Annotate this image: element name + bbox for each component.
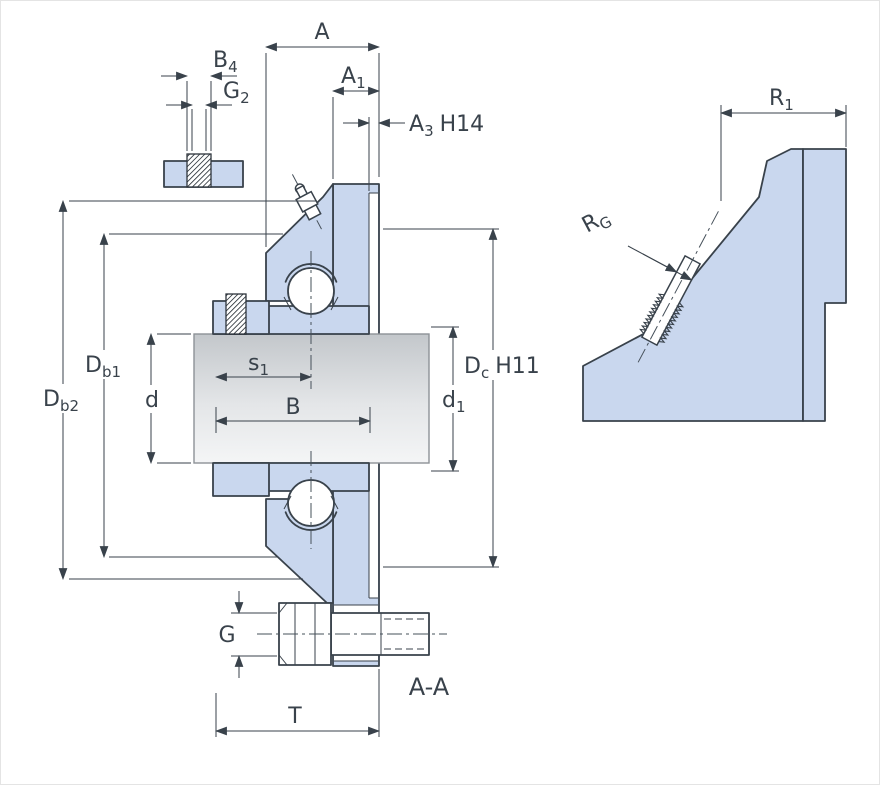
- label-B: B: [285, 395, 300, 420]
- detail-flange: [802, 148, 847, 422]
- set-screw-section: [186, 153, 212, 188]
- set-screw: [225, 293, 247, 335]
- label-B4: B4: [213, 48, 238, 76]
- dim-d1: d1: [431, 325, 470, 473]
- dim-A1: A1: [331, 64, 381, 179]
- grease-hole-axis: [637, 207, 721, 363]
- dim-A: A: [264, 20, 381, 247]
- main-section-view: [193, 174, 447, 667]
- label-d1: d1: [442, 388, 466, 416]
- dim-B: B: [214, 395, 372, 433]
- grease-fitting: [291, 174, 322, 230]
- label-A: A: [314, 20, 329, 45]
- dim-T: T: [214, 669, 381, 737]
- dim-s1: s1: [214, 351, 313, 382]
- detail-boss: [582, 148, 804, 422]
- label-G: G: [218, 623, 235, 648]
- dim-d: d: [140, 332, 191, 465]
- dim-B4: B4: [161, 48, 238, 151]
- inner-ring-top: [212, 293, 370, 335]
- label-section-AA: A-A: [409, 673, 450, 701]
- label-d: d: [145, 388, 159, 413]
- dim-Db1: Db1: [79, 232, 283, 559]
- dim-G2: G2: [166, 79, 250, 151]
- label-G2: G2: [223, 79, 250, 107]
- label-RG: RG: [578, 204, 615, 241]
- mounting-bolt: [257, 602, 447, 666]
- dim-G: G: [218, 591, 277, 678]
- set-screw-detail: [163, 153, 244, 188]
- inner-ring-bottom: [212, 462, 370, 497]
- dim-Db2: Db2: [37, 199, 317, 581]
- label-s1: s1: [248, 351, 269, 379]
- label-Db1: Db1: [85, 353, 121, 381]
- dim-RG: RG: [578, 204, 693, 281]
- label-Db2: Db2: [43, 387, 79, 415]
- corner-detail-view: R1 RG: [578, 86, 848, 422]
- dim-R1: R1: [719, 86, 848, 201]
- label-A1: A1: [341, 64, 366, 92]
- label-R1: R1: [769, 86, 794, 114]
- label-T: T: [287, 704, 302, 729]
- shaft: [193, 333, 430, 464]
